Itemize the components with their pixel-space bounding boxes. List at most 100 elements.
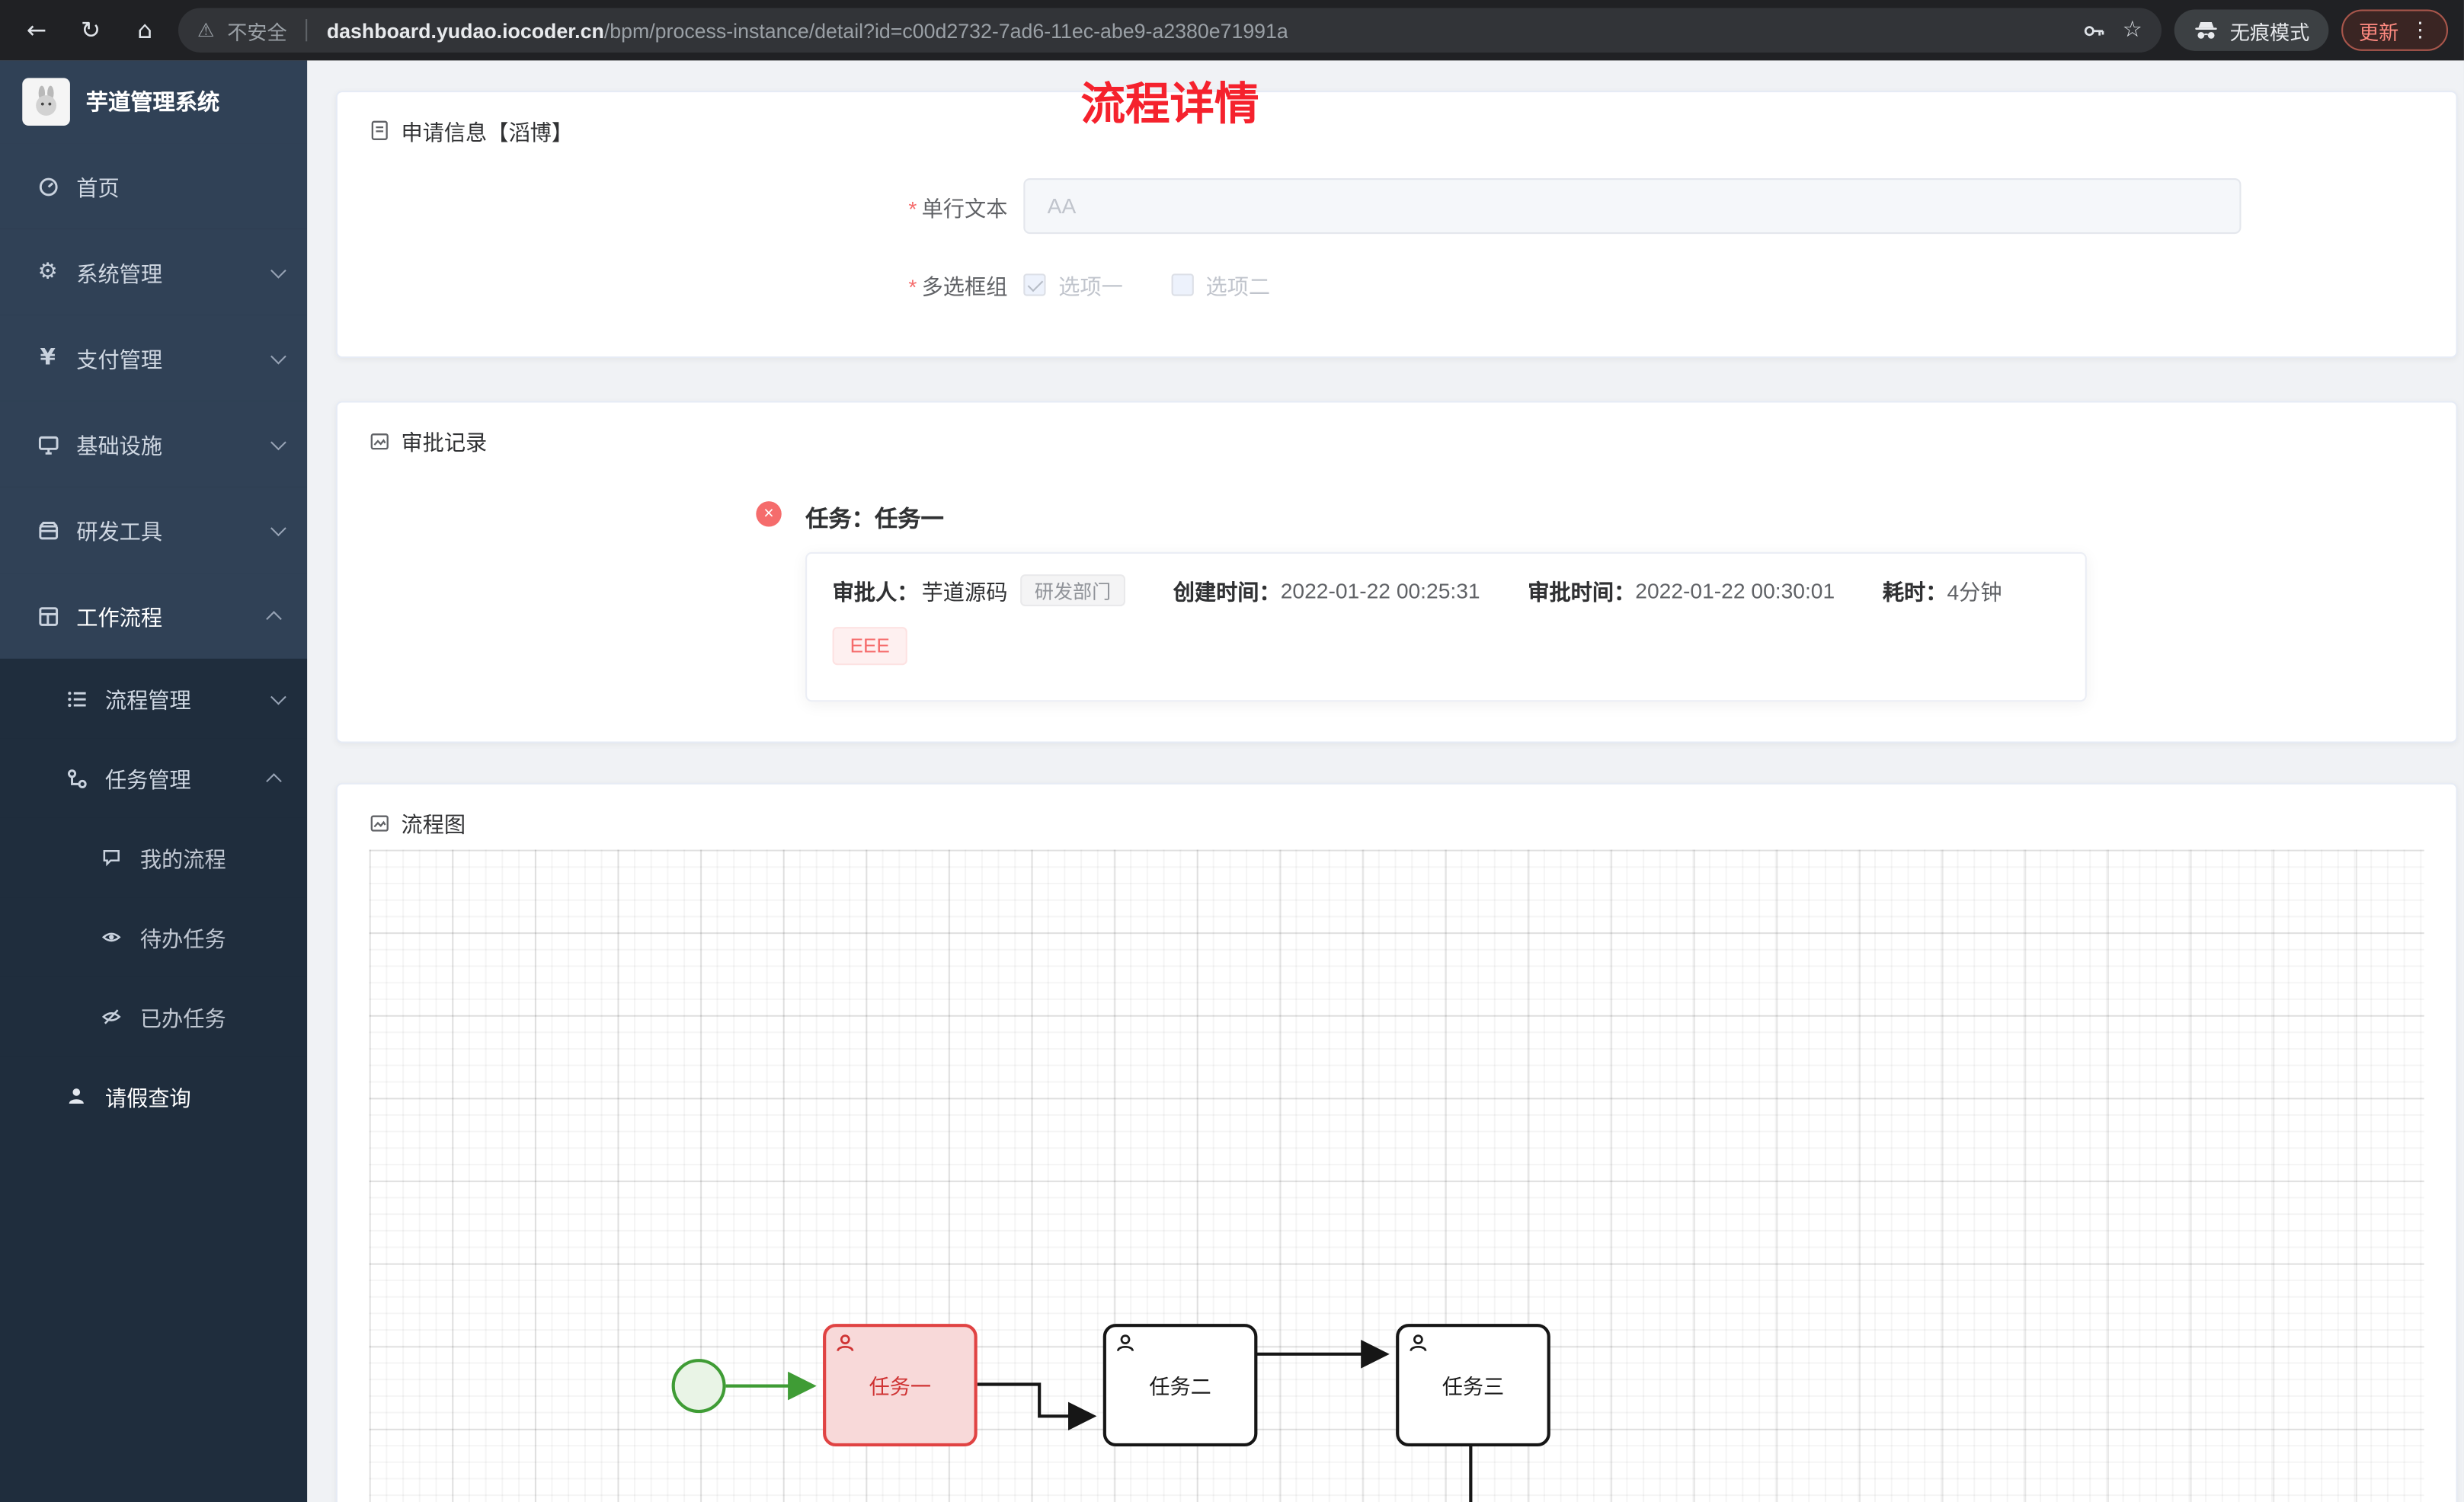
sidebar-item-label: 流程管理 — [104, 689, 191, 713]
chevron-down-icon — [270, 347, 286, 364]
start-event-node — [671, 1359, 726, 1414]
user-task-icon — [1115, 1334, 1134, 1353]
single-line-text-input — [1023, 177, 2242, 235]
menu-dots-icon[interactable]: ⋮ — [2409, 18, 2431, 43]
record-icon — [370, 430, 390, 451]
document-icon — [370, 120, 390, 142]
sidebar-item-label: 研发工具 — [76, 520, 163, 545]
home-button-icon[interactable]: ⌂ — [137, 15, 153, 45]
back-icon[interactable]: ← — [26, 15, 47, 45]
task-title: 任务：任务一 — [805, 507, 944, 533]
divider — [306, 19, 308, 42]
toolbox-icon — [35, 519, 60, 540]
address-bar[interactable]: ⚠ 不安全 dashboard.yudao.iocoder.cn/bpm/pro… — [178, 8, 2162, 53]
task-node-3[interactable]: 任务三 — [1396, 1324, 1550, 1446]
task-node-1[interactable]: 任务一 — [823, 1324, 978, 1446]
bpmn-canvas[interactable]: 任务一 任务二 任务三 — [369, 849, 2424, 1502]
sidebar-item-home[interactable]: 首页 — [0, 143, 308, 229]
sidebar-item-label: 我的流程 — [139, 848, 226, 872]
duration-value: 4分钟 — [1947, 580, 2002, 605]
sidebar-item-label: 基础设施 — [76, 434, 163, 459]
apply-info-card: 申请信息【滔博】 *单行文本 *多选框组 选项一 — [335, 91, 2458, 359]
field-label: *多选框组 — [908, 275, 1008, 299]
apply-form: *单行文本 *多选框组 选项一 选项二 — [338, 177, 2456, 301]
sidebar-item-devtools[interactable]: 研发工具 — [0, 487, 308, 574]
gear-icon: ⚙ — [37, 259, 58, 285]
sidebar-item-done-tasks[interactable]: 已办任务 — [0, 976, 308, 1057]
chevron-down-icon — [270, 433, 286, 450]
card-header: 申请信息【滔博】 — [338, 92, 2456, 146]
sidebar-item-system[interactable]: ⚙ 系统管理 — [0, 228, 308, 315]
security-label: 不安全 — [227, 21, 287, 44]
edge-task1-to-task2 — [977, 1382, 1097, 1431]
task-label: 任务一 — [869, 1374, 932, 1399]
process-diagram-card: 流程图 — [335, 782, 2458, 1502]
reload-icon[interactable]: ↻ — [80, 15, 101, 45]
card-header: 审批记录 — [338, 403, 2456, 457]
diagram-icon — [370, 812, 390, 832]
comment-tag: EEE — [832, 627, 907, 666]
card-title: 申请信息【滔博】 — [401, 120, 574, 145]
chevron-up-icon — [266, 610, 282, 626]
sidebar-item-workflow[interactable]: 工作流程 — [0, 573, 308, 659]
sidebar-item-label: 首页 — [76, 176, 120, 201]
chevron-down-icon — [270, 261, 286, 278]
chevron-down-icon — [270, 519, 286, 536]
card-title: 流程图 — [401, 813, 466, 837]
dept-tag: 研发部门 — [1020, 574, 1126, 606]
monitor-icon — [35, 433, 60, 454]
sidebar-filler — [0, 1136, 308, 1502]
security-warning-icon: ⚠ — [197, 19, 215, 42]
browser-toolbar: ← ↻ ⌂ ⚠ 不安全 dashboard.yudao.iocoder.cn/b… — [0, 0, 2464, 61]
app-title: 芋道管理系统 — [85, 88, 220, 115]
approval-meta-row: 审批人： 芋道源码 研发部门 创建时间： 2022-01-22 00:25:31… — [833, 574, 2060, 606]
app-logo: 芋道管理系统 — [0, 60, 308, 144]
page-title: 流程详情 — [1080, 79, 1259, 129]
list-icon — [64, 689, 89, 709]
sidebar-item-infrastructure[interactable]: 基础设施 — [0, 401, 308, 487]
sidebar-item-process-mgmt[interactable]: 流程管理 — [0, 658, 308, 739]
card-header: 流程图 — [338, 785, 2456, 839]
sidebar-item-label: 待办任务 — [139, 927, 226, 952]
required-asterisk: * — [908, 275, 917, 299]
form-row-checkbox: *多选框组 选项一 选项二 — [338, 269, 2456, 301]
sidebar-item-todo-tasks[interactable]: 待办任务 — [0, 897, 308, 977]
error-status-icon: × — [756, 501, 782, 527]
eye-icon — [99, 928, 124, 947]
incognito-icon — [2194, 19, 2219, 41]
approve-time: 2022-01-22 00:30:01 — [1635, 578, 1835, 602]
sidebar-item-label: 已办任务 — [139, 1007, 226, 1031]
sidebar-item-task-mgmt[interactable]: 任务管理 — [0, 738, 308, 818]
branch-icon — [64, 768, 89, 788]
required-asterisk: * — [908, 197, 917, 221]
form-row-text: *单行文本 — [338, 177, 2456, 235]
chevron-down-icon — [270, 688, 286, 705]
checkbox-unchecked-icon — [1170, 273, 1193, 296]
sidebar-item-payment[interactable]: ¥ 支付管理 — [0, 315, 308, 401]
url-text: dashboard.yudao.iocoder.cn/bpm/process-i… — [327, 18, 1288, 42]
url-path: /bpm/process-instance/detail?id=c00d2732… — [603, 18, 1288, 43]
bookmark-star-icon[interactable]: ☆ — [2122, 17, 2142, 43]
sidebar-item-label: 请假查询 — [104, 1086, 191, 1111]
task-label: 任务三 — [1442, 1374, 1505, 1399]
chevron-up-icon — [266, 772, 282, 788]
main-content: 流程详情 申请信息【滔博】 *单行文本 *多选框组 — [307, 60, 2464, 1502]
sidebar-item-leave-query[interactable]: 请假查询 — [0, 1056, 308, 1136]
sidebar-item-label: 任务管理 — [104, 769, 191, 793]
create-time: 2022-01-22 00:25:31 — [1280, 578, 1480, 602]
workflow-icon — [35, 606, 60, 626]
checkbox-option-1: 选项一 — [1023, 269, 1123, 301]
update-label: 更新 — [2359, 21, 2399, 44]
task-node-2[interactable]: 任务二 — [1102, 1324, 1258, 1446]
password-key-icon[interactable] — [2082, 18, 2106, 42]
person-icon — [64, 1087, 89, 1106]
user-task-icon — [1409, 1334, 1428, 1353]
url-host: dashboard.yudao.iocoder.cn — [326, 18, 604, 43]
dashboard-icon — [35, 176, 60, 197]
chat-bubble-icon — [99, 848, 124, 867]
approver-name: 芋道源码 — [921, 580, 1008, 605]
approval-detail-box: 审批人： 芋道源码 研发部门 创建时间： 2022-01-22 00:25:31… — [805, 551, 2087, 702]
update-button[interactable]: 更新 ⋮ — [2341, 9, 2449, 51]
sidebar-item-my-process[interactable]: 我的流程 — [0, 817, 308, 898]
